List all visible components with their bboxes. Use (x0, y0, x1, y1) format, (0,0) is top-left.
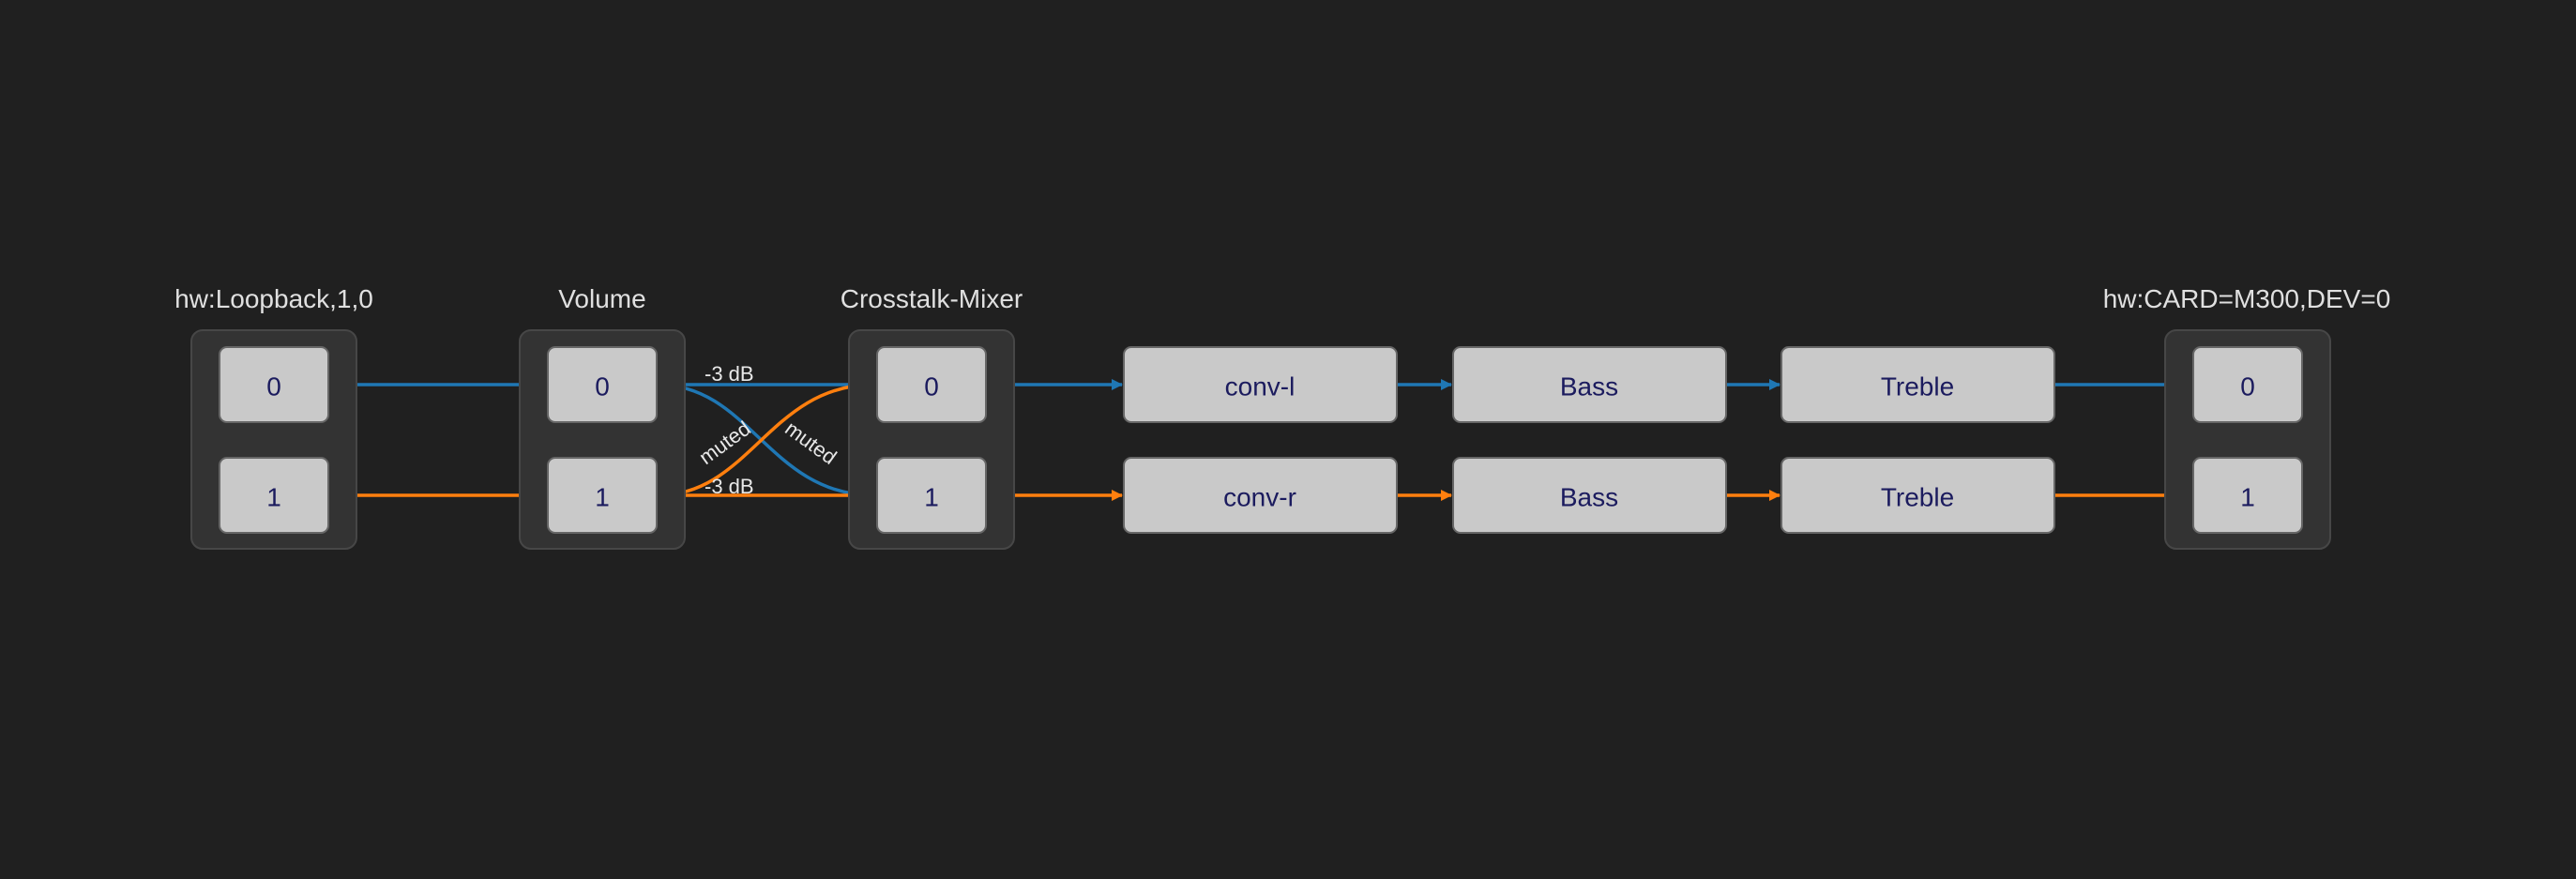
group-title-playback: hw:CARD=M300,DEV=0 (2103, 284, 2391, 313)
group-mixer: Crosstalk-Mixer 0 1 (841, 284, 1023, 550)
volume-channel-1[interactable] (547, 457, 658, 534)
playback-channel-1[interactable] (2192, 457, 2303, 534)
group-title-mixer: Crosstalk-Mixer (841, 284, 1023, 313)
volume-channel-1-label: 1 (595, 483, 610, 512)
filter-treble-0[interactable] (1780, 346, 2055, 423)
volume-channel-0[interactable] (547, 346, 658, 423)
group-capture: hw:Loopback,1,0 0 1 (174, 284, 373, 550)
filter-bass-1-label: Bass (1560, 483, 1618, 512)
filter-nodes: conv-l conv-r Bass Bass Treble Treble (1123, 346, 2055, 534)
edge-volume1-mixer0 (657, 379, 875, 497)
capture-channel-0[interactable] (219, 346, 329, 423)
capture-channel-1-label: 1 (266, 483, 281, 512)
filter-bass-0[interactable] (1452, 346, 1727, 423)
capture-channel-1[interactable] (219, 457, 329, 534)
mixer-channel-0[interactable] (876, 346, 987, 423)
edge-label-vol1-mix0: muted (695, 417, 755, 469)
filter-conv-r-label: conv-r (1223, 483, 1296, 512)
filter-bass-1[interactable] (1452, 457, 1727, 534)
filter-bass-0-label: Bass (1560, 372, 1618, 402)
filter-treble-1[interactable] (1780, 457, 2055, 534)
edge-label-vol0-mix1: muted (780, 417, 841, 469)
edge-volume0-mixer1 (657, 383, 875, 501)
filter-treble-0-label: Treble (1881, 372, 1954, 402)
mixer-channel-1-label: 1 (924, 483, 939, 512)
playback-channel-0-label: 0 (2240, 372, 2255, 402)
playback-channel-1-label: 1 (2240, 483, 2255, 512)
filter-conv-l[interactable] (1123, 346, 1398, 423)
group-title-volume: Volume (558, 284, 645, 313)
edge-labels: -3 dB -3 dB muted muted (695, 362, 841, 498)
mixer-channel-0-label: 0 (924, 372, 939, 402)
filter-conv-r[interactable] (1123, 457, 1398, 534)
playback-channel-0[interactable] (2192, 346, 2303, 423)
filter-treble-1-label: Treble (1881, 483, 1954, 512)
group-playback: hw:CARD=M300,DEV=0 0 1 (2103, 284, 2391, 550)
mixer-channel-1[interactable] (876, 457, 987, 534)
volume-channel-0-label: 0 (595, 372, 610, 402)
filter-conv-l-label: conv-l (1225, 372, 1296, 402)
edge-label-vol1-mix1: -3 dB (705, 475, 754, 498)
group-title-capture: hw:Loopback,1,0 (174, 284, 373, 313)
capture-channel-0-label: 0 (266, 372, 281, 402)
edge-label-vol0-mix0: -3 dB (705, 362, 754, 386)
group-volume: Volume 0 1 (519, 284, 686, 550)
